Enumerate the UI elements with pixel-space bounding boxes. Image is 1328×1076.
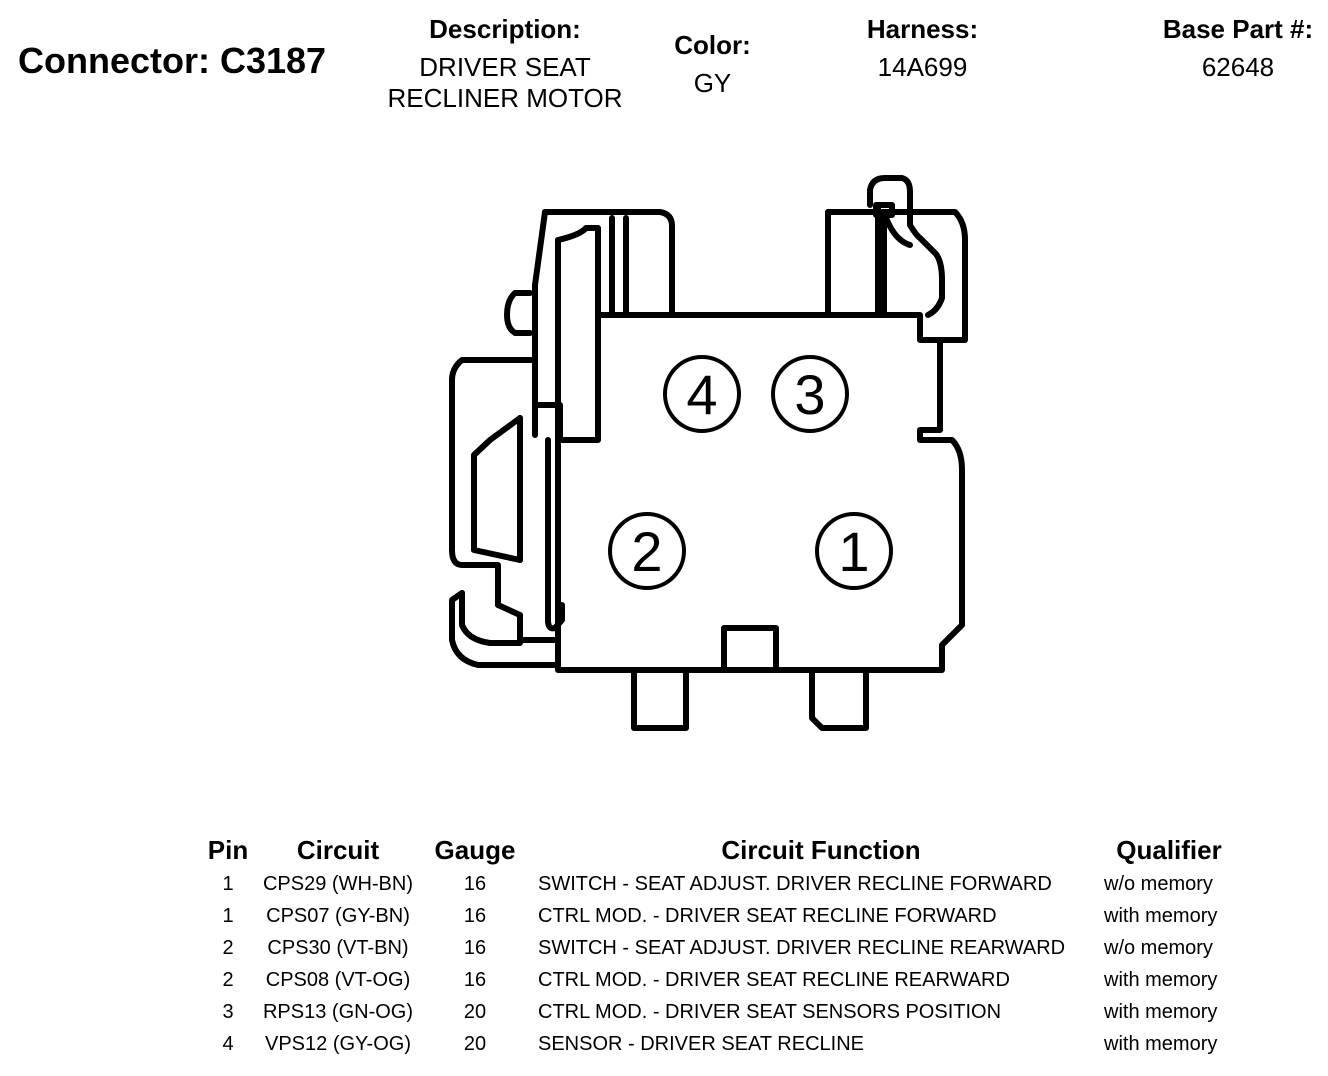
- connector-body-outline: [555, 312, 965, 673]
- base-part-block: Base Part #: 62648: [1148, 14, 1328, 83]
- pin-2-label: 2: [631, 520, 662, 583]
- pin-3-label: 3: [794, 363, 825, 426]
- header-function: Circuit Function: [721, 834, 921, 865]
- row-circuit: CPS30 (VT-BN): [267, 936, 409, 959]
- top-left-latch-inner: [609, 215, 629, 318]
- row-qualifier: with memory: [1104, 1000, 1218, 1023]
- header-pin: Pin: [207, 834, 249, 865]
- row-pin: 2: [222, 936, 234, 959]
- top-right-latch-inner: [825, 202, 887, 318]
- pin-2-circle: [608, 512, 686, 590]
- row-gauge: 20: [463, 1000, 487, 1023]
- table-row: 1 CPS07 (GY-BN) 16 CTRL MOD. - DRIVER SE…: [196, 900, 1234, 932]
- row-gauge: 16: [463, 968, 487, 991]
- row-gauge: 16: [463, 872, 487, 895]
- pin-1: 1: [815, 512, 893, 590]
- left-vertical-line: [545, 437, 565, 632]
- left-arm-inner: [555, 225, 601, 318]
- left-arm: [532, 209, 548, 438]
- row-function: CTRL MOD. - DRIVER SEAT SENSORS POSITION: [538, 1000, 1002, 1023]
- connector-title: Connector: C3187: [18, 40, 327, 81]
- table-row: 2 CPS08 (VT-OG) 16 CTRL MOD. - DRIVER SE…: [196, 964, 1234, 996]
- color-label: Color:: [674, 30, 751, 60]
- harness-block: Harness: 14A699: [830, 14, 1015, 83]
- top-right-post: [867, 175, 945, 318]
- pin-1-circle: [815, 512, 893, 590]
- color-value: GY: [693, 68, 732, 98]
- table-row: 2 CPS30 (VT-BN) 16 SWITCH - SEAT ADJUST.…: [196, 932, 1234, 964]
- row-pin: 1: [222, 872, 234, 895]
- row-pin: 2: [222, 968, 234, 991]
- table-row: 3 RPS13 (GN-OG) 20 CTRL MOD. - DRIVER SE…: [196, 996, 1234, 1028]
- color-block: Color: GY: [650, 30, 775, 99]
- bottom-left-terminal: [631, 667, 689, 731]
- left-inner-block: [471, 415, 523, 563]
- bottom-right-terminal: [809, 667, 869, 731]
- left-rail-2: [517, 402, 538, 563]
- pin-2: 2: [608, 512, 686, 590]
- row-function: SWITCH - SEAT ADJUST. DRIVER RECLINE FOR…: [538, 872, 1052, 895]
- row-qualifier: with memory: [1104, 968, 1218, 991]
- description-block: Description: DRIVER SEAT RECLINER MOTOR: [360, 14, 650, 114]
- row-pin: 1: [222, 904, 234, 927]
- pin-table: Pin Circuit Gauge Circuit Function Quali…: [196, 832, 1234, 1060]
- pin-4-circle: [663, 355, 741, 433]
- row-qualifier: with memory: [1104, 1032, 1218, 1055]
- pin-4: 4: [663, 355, 741, 433]
- row-gauge: 16: [463, 904, 487, 927]
- table-row: 4 VPS12 (GY-OG) 20 SENSOR - DRIVER SEAT …: [196, 1028, 1234, 1060]
- row-circuit: VPS12 (GY-OG): [265, 1032, 411, 1055]
- top-left-latch: [542, 209, 675, 318]
- row-circuit: CPS08 (VT-OG): [265, 968, 411, 991]
- bottom-center-tab: [721, 625, 779, 673]
- row-function: CTRL MOD. - DRIVER SEAT RECLINE REARWARD: [538, 968, 1010, 991]
- left-rail: [532, 402, 563, 443]
- base-part-value: 62648: [1201, 52, 1275, 82]
- left-tab: [504, 290, 533, 336]
- pin-4-label: 4: [686, 363, 717, 426]
- header-qualifier: Qualifier: [1116, 834, 1222, 865]
- description-line-2: RECLINER MOTOR: [387, 83, 623, 113]
- harness-value: 14A699: [877, 52, 968, 82]
- row-qualifier: with memory: [1104, 904, 1218, 927]
- connector-diagram: 4 3 2 1: [449, 175, 968, 731]
- description-line-1: DRIVER SEAT: [419, 52, 591, 82]
- bottom-left-hook: [449, 590, 561, 668]
- row-function: CTRL MOD. - DRIVER SEAT RECLINE FORWARD: [538, 904, 997, 927]
- description-label: Description:: [429, 14, 581, 44]
- row-circuit: CPS29 (WH-BN): [262, 872, 413, 895]
- harness-label: Harness:: [866, 14, 979, 44]
- header-circuit: Circuit: [296, 834, 380, 865]
- row-gauge: 20: [463, 1032, 487, 1055]
- table-row: 1 CPS29 (WH-BN) 16 SWITCH - SEAT ADJUST.…: [196, 868, 1234, 900]
- pin-1-label: 1: [838, 520, 869, 583]
- row-qualifier: w/o memory: [1104, 872, 1213, 895]
- bottom-left-hook-inner: [459, 590, 523, 646]
- row-circuit: CPS07 (GY-BN): [266, 904, 410, 927]
- row-qualifier: w/o memory: [1104, 936, 1213, 959]
- top-right-post-cap: [873, 202, 895, 218]
- row-function: SENSOR - DRIVER SEAT RECLINE: [538, 1032, 864, 1055]
- table-header-row: Pin Circuit Gauge Circuit Function Quali…: [196, 832, 1234, 868]
- pin-3-circle: [771, 355, 849, 433]
- row-circuit: RPS13 (GN-OG): [262, 1000, 414, 1023]
- row-function: SWITCH - SEAT ADJUST. DRIVER RECLINE REA…: [538, 936, 1066, 959]
- base-part-label: Base Part #:: [1162, 14, 1314, 44]
- row-pin: 3: [222, 1000, 234, 1023]
- header-gauge: Gauge: [434, 834, 516, 865]
- row-pin: 4: [222, 1032, 234, 1055]
- top-right-latch: [825, 209, 968, 343]
- pin-3: 3: [771, 355, 849, 433]
- row-gauge: 16: [463, 936, 487, 959]
- left-side-frame: [449, 357, 561, 643]
